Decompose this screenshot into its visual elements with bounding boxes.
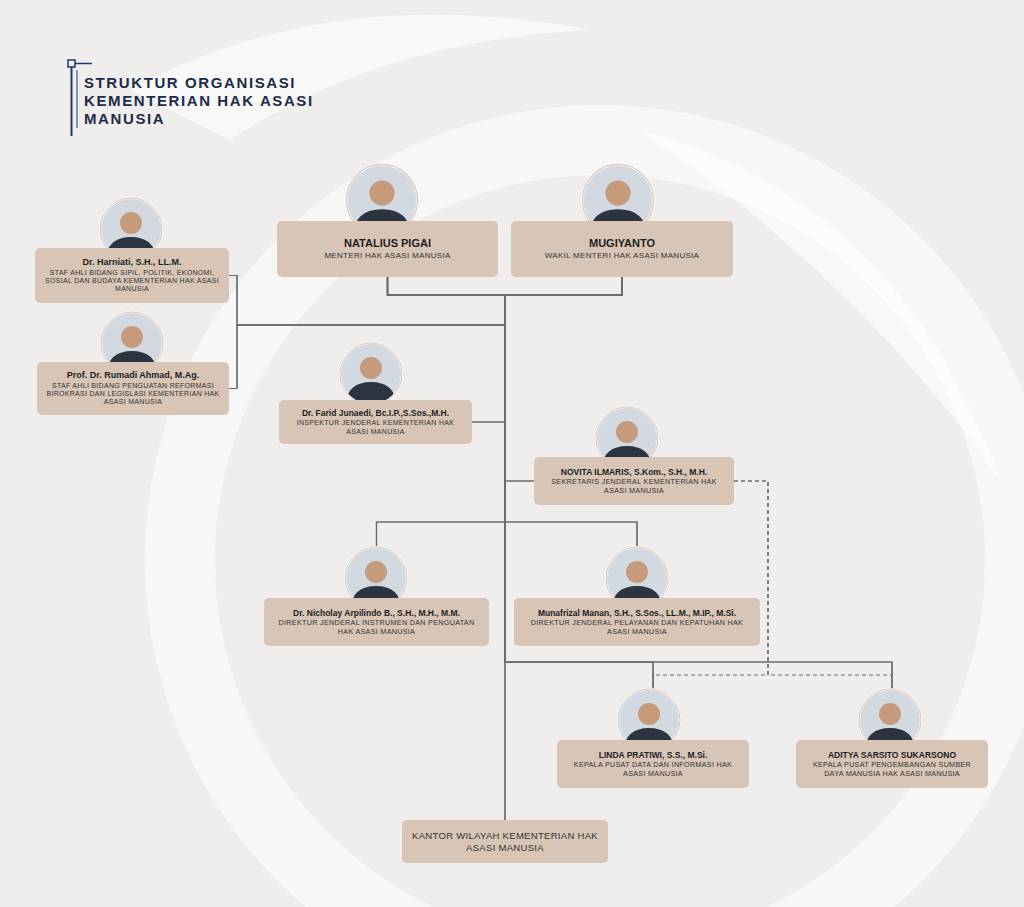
position-title: MENTERI HAK ASASI MANUSIA <box>283 251 492 260</box>
org-box: Dr. Harniati, S.H., LL.M.STAF AHLI BIDAN… <box>35 248 229 303</box>
org-box: ADITYA SARSITO SUKARSONOKEPALA PUSAT PEN… <box>796 740 988 788</box>
org-line <box>388 277 535 481</box>
org-line <box>472 277 622 422</box>
title-ornament <box>77 70 78 128</box>
person-name: NATALIUS PIGAI <box>283 237 492 250</box>
org-line <box>505 277 892 740</box>
position-title: INSPEKTUR JENDERAL KEMENTERIAN HAK ASASI… <box>285 419 466 436</box>
person-name: Dr. Harniati, S.H., LL.M. <box>41 257 223 268</box>
position-title: KEPALA PUSAT DATA DAN INFORMASI HAK ASAS… <box>563 761 743 778</box>
org-box: MUGIYANTOWAKIL MENTERI HAK ASASI MANUSIA <box>511 221 733 277</box>
org-line <box>229 276 622 326</box>
person-name: Munafrizal Manan, S.H., S.Sos., LL.M., M… <box>520 608 754 618</box>
org-line <box>229 277 622 389</box>
org-box: Dr. Nicholay Arpilindo B., S.H., M.H., M… <box>264 598 489 646</box>
title-ornament <box>68 60 75 67</box>
position-title: KANTOR WILAYAH KEMENTERIAN HAK ASASI MAN… <box>408 830 602 852</box>
org-box: Munafrizal Manan, S.H., S.Sos., LL.M., M… <box>514 598 760 646</box>
person-name: Dr. Farid Junaedi, Bc.I.P.,S.Sos.,M.H. <box>285 408 466 418</box>
org-box: Dr. Farid Junaedi, Bc.I.P.,S.Sos.,M.H.IN… <box>279 400 472 444</box>
org-line <box>505 277 653 740</box>
position-title: DIREKTUR JENDERAL INSTRUMEN DAN PENGUATA… <box>270 619 483 636</box>
position-title: STAF AHLI BIDANG SIPIL, POLITIK, EKONOMI… <box>41 269 223 294</box>
title-ornament <box>71 67 73 136</box>
person-name: LINDA PRATIWI, S.S., M.Si. <box>563 750 743 760</box>
org-line <box>388 277 893 740</box>
title-ornament <box>75 63 92 65</box>
portrait-photo <box>339 342 403 406</box>
position-title: SEKRETARIS JENDERAL KEMENTERIAN HAK ASAS… <box>540 478 728 495</box>
position-title: KEPALA PUSAT PENGEMBANGAN SUMBER DAYA MA… <box>802 761 982 778</box>
org-line <box>388 277 506 820</box>
person-name: Prof. Dr. Rumadi Ahmad, M.Ag. <box>43 370 223 381</box>
org-box: NOVITA ILMARIS, S.Kom., S.H., M.H.SEKRET… <box>534 457 734 505</box>
org-line <box>388 277 654 740</box>
background-swoosh <box>640 130 1000 480</box>
position-title: DIREKTUR JENDERAL PELAYANAN DAN KEPATUHA… <box>520 619 754 636</box>
person-name: MUGIYANTO <box>517 237 727 250</box>
person-name: NOVITA ILMARIS, S.Kom., S.H., M.H. <box>540 467 728 477</box>
position-title: STAF AHLI BIDANG PENGUATAN REFORMASI BIR… <box>43 382 223 407</box>
chart-title: STRUKTUR ORGANISASI KEMENTERIAN HAK ASAS… <box>84 74 324 128</box>
background-swoosh <box>180 140 1020 907</box>
org-line <box>505 277 622 820</box>
org-box: LINDA PRATIWI, S.S., M.Si.KEPALA PUSAT D… <box>557 740 749 788</box>
org-box: Prof. Dr. Rumadi Ahmad, M.Ag.STAF AHLI B… <box>37 362 229 415</box>
org-line <box>229 276 505 326</box>
org-box: NATALIUS PIGAIMENTERI HAK ASASI MANUSIA <box>277 221 498 277</box>
person-name: ADITYA SARSITO SUKARSONO <box>802 750 982 760</box>
person-name: Dr. Nicholay Arpilindo B., S.H., M.H., M… <box>270 608 483 618</box>
position-title: WAKIL MENTERI HAK ASASI MANUSIA <box>517 251 727 260</box>
org-box: KANTOR WILAYAH KEMENTERIAN HAK ASASI MAN… <box>402 820 608 863</box>
